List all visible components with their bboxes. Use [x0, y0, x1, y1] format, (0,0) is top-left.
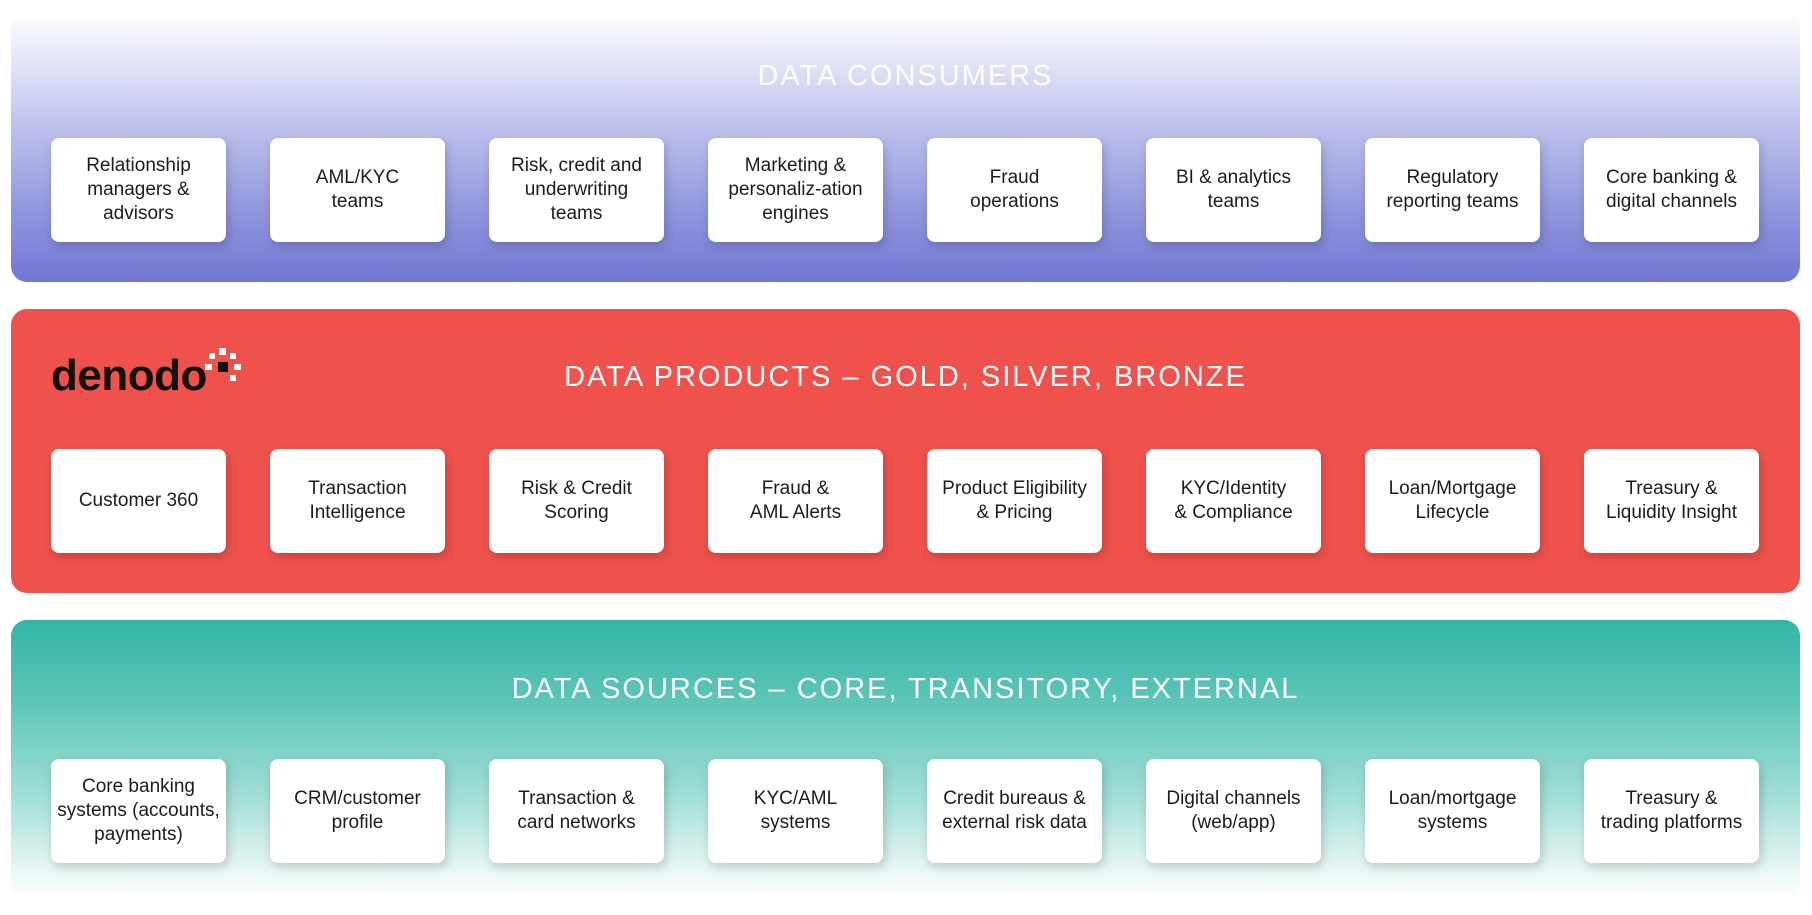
- consumer-card: Relationship managers & advisors: [51, 138, 226, 242]
- consumer-card: BI & analytics teams: [1146, 138, 1321, 242]
- source-card-label: Loan/mortgage systems: [1388, 788, 1517, 833]
- source-card: Core banking systems (accounts, payments…: [51, 759, 226, 863]
- product-card-label: Product Eligibility & Pricing: [942, 478, 1087, 523]
- data-consumers-layer: DATA CONSUMERS Relationship managers & a…: [11, 12, 1800, 282]
- product-card: Product Eligibility & Pricing: [927, 449, 1102, 553]
- product-card-label: Treasury & Liquidity Insight: [1606, 478, 1737, 523]
- consumer-card: Regulatory reporting teams: [1365, 138, 1540, 242]
- source-card-label: Credit bureaus & external risk data: [942, 788, 1087, 833]
- source-card-label: KYC/AML systems: [753, 788, 838, 833]
- product-card: Transaction Intelligence: [270, 449, 445, 553]
- consumer-card-label: Marketing & personaliz-ation engines: [728, 155, 863, 224]
- sources-card-row: Core banking systems (accounts, payments…: [51, 759, 1759, 863]
- source-card-label: Treasury & trading platforms: [1600, 788, 1743, 833]
- source-card: CRM/customer profile: [270, 759, 445, 863]
- source-card: Treasury & trading platforms: [1584, 759, 1759, 863]
- source-card-label: Digital channels (web/app): [1166, 788, 1301, 833]
- denodo-logo-text: denodo: [51, 351, 207, 400]
- product-card: Fraud & AML Alerts: [708, 449, 883, 553]
- products-card-row: Customer 360 Transaction Intelligence Ri…: [51, 449, 1759, 553]
- consumer-card-label: AML/KYC teams: [315, 167, 400, 212]
- product-card-label: Customer 360: [78, 490, 199, 511]
- data-consumers-title: DATA CONSUMERS: [757, 60, 1054, 92]
- consumer-card-label: Core banking & digital channels: [1606, 167, 1737, 212]
- denodo-logo-mark-icon: [205, 348, 241, 381]
- data-sources-title: DATA SOURCES – CORE, TRANSITORY, EXTERNA…: [511, 673, 1300, 705]
- source-card: KYC/AML systems: [708, 759, 883, 863]
- source-card: Loan/mortgage systems: [1365, 759, 1540, 863]
- consumer-card: AML/KYC teams: [270, 138, 445, 242]
- consumer-card: Fraud operations: [927, 138, 1102, 242]
- source-card: Credit bureaus & external risk data: [927, 759, 1102, 863]
- product-card-label: Risk & Credit Scoring: [521, 478, 632, 523]
- product-card: Treasury & Liquidity Insight: [1584, 449, 1759, 553]
- source-card: Transaction & card networks: [489, 759, 664, 863]
- consumer-card-label: Risk, credit and underwriting teams: [511, 155, 642, 224]
- source-card-label: Core banking systems (accounts, payments…: [57, 776, 220, 845]
- consumer-card: Marketing & personaliz-ation engines: [708, 138, 883, 242]
- product-card: KYC/Identity & Compliance: [1146, 449, 1321, 553]
- consumer-card-label: BI & analytics teams: [1175, 167, 1292, 212]
- consumer-card: Core banking & digital channels: [1584, 138, 1759, 242]
- product-card: Risk & Credit Scoring: [489, 449, 664, 553]
- data-products-layer: denodo DATA PRODUCTS – GOLD, SILVER, BRO…: [11, 309, 1800, 593]
- consumer-card: Risk, credit and underwriting teams: [489, 138, 664, 242]
- denodo-logo: denodo: [51, 347, 251, 407]
- product-card-label: Loan/Mortgage Lifecycle: [1388, 478, 1517, 523]
- product-card-label: KYC/Identity & Compliance: [1174, 478, 1293, 523]
- product-card: Customer 360: [51, 449, 226, 553]
- data-products-title: DATA PRODUCTS – GOLD, SILVER, BRONZE: [564, 361, 1247, 393]
- product-card-label: Transaction Intelligence: [308, 478, 407, 523]
- source-card-label: CRM/customer profile: [294, 788, 421, 833]
- product-card: Loan/Mortgage Lifecycle: [1365, 449, 1540, 553]
- product-card-label: Fraud & AML Alerts: [749, 478, 842, 523]
- consumer-card-label: Regulatory reporting teams: [1386, 167, 1519, 212]
- consumer-card-label: Fraud operations: [970, 167, 1059, 212]
- consumer-card-label: Relationship managers & advisors: [86, 155, 191, 224]
- consumers-card-row: Relationship managers & advisors AML/KYC…: [51, 138, 1759, 242]
- source-card: Digital channels (web/app): [1146, 759, 1321, 863]
- source-card-label: Transaction & card networks: [517, 788, 636, 833]
- data-sources-layer: DATA SOURCES – CORE, TRANSITORY, EXTERNA…: [11, 620, 1800, 900]
